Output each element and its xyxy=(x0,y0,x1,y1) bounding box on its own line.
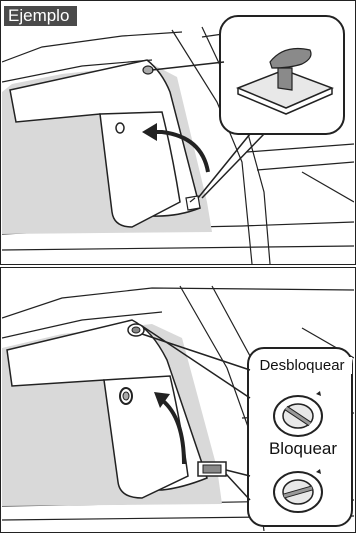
mat-grommet xyxy=(143,66,153,74)
example-tag: Ejemplo xyxy=(4,6,77,26)
mat-eyelet xyxy=(116,123,124,133)
bottom-drawing xyxy=(2,268,354,531)
callout-leader-lock xyxy=(226,470,250,476)
callout-leader-upper xyxy=(152,62,224,70)
callout-leader-lower xyxy=(202,134,264,198)
bottom-illustration xyxy=(2,268,354,531)
floor-lock-inner xyxy=(203,465,221,473)
top-illustration xyxy=(2,2,354,264)
callout-leader-lock-2 xyxy=(226,474,250,500)
unlock-label: Desbloquear xyxy=(252,357,352,374)
mat-eyelet-inner xyxy=(123,392,129,400)
floor-hook xyxy=(186,196,200,210)
top-drawing xyxy=(2,2,354,264)
hook-post xyxy=(278,68,292,90)
grommet-lock-center xyxy=(132,327,140,333)
lock-label: Bloquear xyxy=(260,439,346,459)
